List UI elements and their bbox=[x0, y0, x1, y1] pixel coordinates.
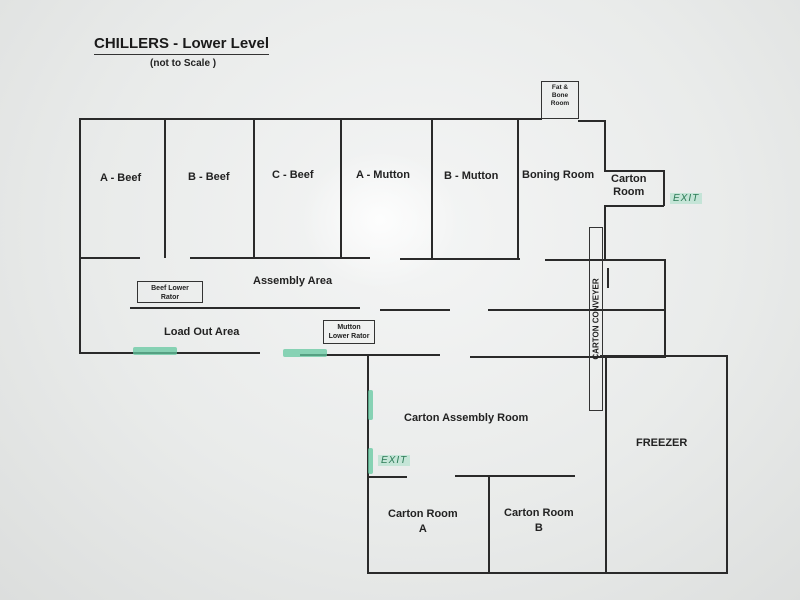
carton-conveyer: CARTON CONVEYER bbox=[589, 227, 603, 411]
wall-assembly-divider-2 bbox=[380, 309, 450, 311]
wall-chiller-bottom-3 bbox=[400, 258, 520, 260]
room-b-mutton: B - Mutton bbox=[444, 170, 499, 182]
carton-room-a-label-2: A bbox=[418, 523, 427, 535]
room-a-beef: A - Beef bbox=[100, 172, 142, 184]
carton-room-b-label-2: B bbox=[534, 522, 543, 534]
beef-lower-rator: Beef Lower Rator bbox=[137, 281, 203, 303]
wall-loadout-bottom-2 bbox=[300, 354, 440, 356]
wall-carton-bottom bbox=[604, 205, 664, 207]
wall-boning-right bbox=[604, 120, 606, 172]
wall-boning-right-lower bbox=[604, 205, 606, 260]
mutton-lower-rator-label-1: Mutton bbox=[337, 324, 361, 331]
wall-left bbox=[79, 118, 81, 354]
wall-chiller-bottom-2 bbox=[190, 257, 370, 259]
door-marker-loadout-1 bbox=[133, 347, 177, 355]
carton-room-b-label-1: Carton Room bbox=[504, 507, 574, 519]
diagram-subtitle: (not to Scale ) bbox=[150, 58, 217, 69]
exit-right: EXIT bbox=[670, 193, 703, 204]
wall-top-right bbox=[578, 120, 606, 122]
wall-chiller-bottom-1 bbox=[80, 257, 140, 259]
wall-carton-rooms-top-2 bbox=[455, 475, 575, 477]
room-carton-top-label-1: Carton bbox=[611, 173, 647, 185]
fat-bone-room-label-1: Fat & bbox=[551, 84, 569, 91]
diagram-title: CHILLERS - Lower Level bbox=[94, 35, 270, 55]
wall-assembly-divider-3 bbox=[488, 309, 666, 311]
freezer: FREEZER bbox=[636, 437, 688, 449]
mutton-lower-rator-label-2: Lower Rator bbox=[328, 333, 370, 340]
wall-div-1 bbox=[164, 118, 166, 258]
wall-freezer-left bbox=[605, 357, 607, 573]
fat-bone-room-label-3: Room bbox=[550, 100, 570, 107]
wall-top bbox=[80, 118, 542, 120]
wall-carton-right bbox=[663, 170, 665, 206]
wall-div-4 bbox=[431, 118, 433, 258]
wall-lower-bottom bbox=[367, 572, 728, 574]
room-boning: Boning Room bbox=[522, 169, 595, 181]
assembly-area: Assembly Area bbox=[253, 275, 333, 287]
beef-lower-rator-label-1: Beef Lower bbox=[151, 285, 189, 292]
load-out-area: Load Out Area bbox=[164, 326, 240, 338]
carton-room-b: Carton Room B bbox=[504, 506, 574, 536]
wall-lower-right bbox=[726, 355, 728, 573]
room-b-beef: B - Beef bbox=[188, 171, 230, 183]
mutton-lower-rator: Mutton Lower Rator bbox=[323, 320, 375, 344]
wall-right-corridor bbox=[664, 259, 666, 355]
wall-carton-rooms-divider bbox=[488, 476, 490, 573]
beef-lower-rator-label-2: Rator bbox=[160, 294, 180, 301]
wall-div-5 bbox=[517, 120, 519, 260]
carton-room-a: Carton Room A bbox=[388, 507, 458, 537]
wall-lower-top-right bbox=[600, 355, 728, 357]
carton-conveyer-label: CARTON CONVEYER bbox=[591, 278, 601, 360]
room-c-beef: C - Beef bbox=[272, 169, 314, 181]
fat-bone-room-label-2: Bone bbox=[551, 92, 569, 99]
room-carton-top: Carton Room bbox=[611, 173, 646, 199]
room-carton-top-label-2: Room bbox=[613, 186, 645, 198]
carton-room-a-label-1: Carton Room bbox=[388, 508, 458, 520]
wall-mid-right bbox=[607, 268, 609, 288]
wall-carton-rooms-top-1 bbox=[367, 476, 407, 478]
wall-carton-top bbox=[604, 170, 664, 172]
room-a-mutton: A - Mutton bbox=[356, 169, 410, 181]
carton-assembly-room: Carton Assembly Room bbox=[404, 412, 529, 424]
exit-left: EXIT bbox=[378, 455, 411, 466]
fat-bone-room: Fat & Bone Room bbox=[541, 81, 579, 119]
wall-assembly-divider-1 bbox=[130, 307, 360, 309]
door-marker-lower-1 bbox=[368, 390, 373, 420]
wall-div-3 bbox=[340, 118, 342, 258]
wall-loadout-bottom-3 bbox=[470, 356, 666, 358]
door-marker-lower-2 bbox=[368, 448, 373, 474]
glare bbox=[300, 150, 460, 290]
wall-boning-bottom bbox=[545, 259, 665, 261]
wall-div-2 bbox=[253, 118, 255, 258]
door-marker-loadout-2 bbox=[283, 349, 327, 357]
